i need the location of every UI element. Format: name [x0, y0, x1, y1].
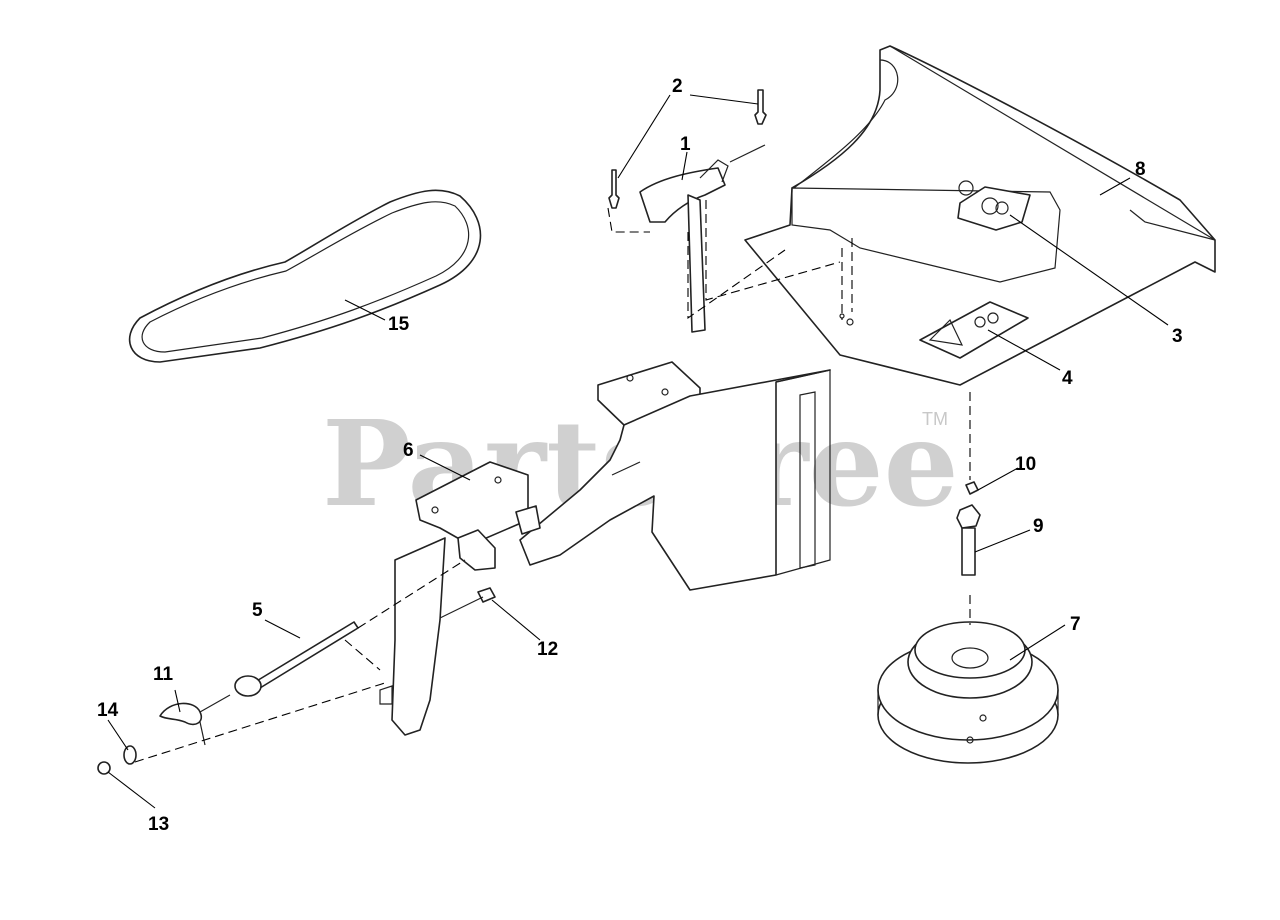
callout-2: 2: [672, 76, 683, 97]
part-shaft[interactable]: [956, 481, 981, 576]
leader-lines: [107, 94, 1169, 809]
part-warning-decal[interactable]: [919, 301, 1029, 359]
callout-9: 9: [1033, 516, 1044, 537]
watermark-trademark: TM: [922, 409, 948, 429]
part-rod[interactable]: [234, 621, 359, 697]
callout-1: 1: [680, 134, 691, 155]
callout-7: 7: [1070, 614, 1081, 635]
part-hairpin[interactable]: [159, 694, 231, 746]
callout-10: 10: [1015, 454, 1036, 475]
part-pivot-bracket[interactable]: [415, 461, 541, 571]
part-lever-plate[interactable]: [379, 537, 446, 736]
assembly-lines: [134, 200, 971, 763]
callout-15: 15: [388, 314, 410, 335]
callout-12: 12: [537, 639, 558, 660]
callout-14: 14: [97, 700, 119, 721]
part-decal-top[interactable]: [957, 186, 1031, 231]
part-nut-washer[interactable]: [97, 745, 137, 775]
part-lever-bracket[interactable]: [639, 144, 766, 333]
callout-4: 4: [1062, 368, 1073, 389]
callout-5: 5: [252, 600, 263, 621]
callouts: 1 2 3 4 5 6 7 8 9 10 11 12 13 14 15: [97, 76, 1183, 835]
part-belt[interactable]: [128, 189, 482, 363]
callout-6: 6: [403, 440, 414, 461]
part-pins[interactable]: [608, 89, 767, 209]
callout-3: 3: [1172, 326, 1183, 347]
callout-8: 8: [1135, 159, 1146, 180]
callout-11: 11: [153, 664, 174, 685]
callout-13: 13: [148, 814, 169, 835]
part-pulley[interactable]: [877, 621, 1059, 764]
part-bolt[interactable]: [439, 587, 496, 619]
part-center-bracket[interactable]: [519, 361, 831, 591]
